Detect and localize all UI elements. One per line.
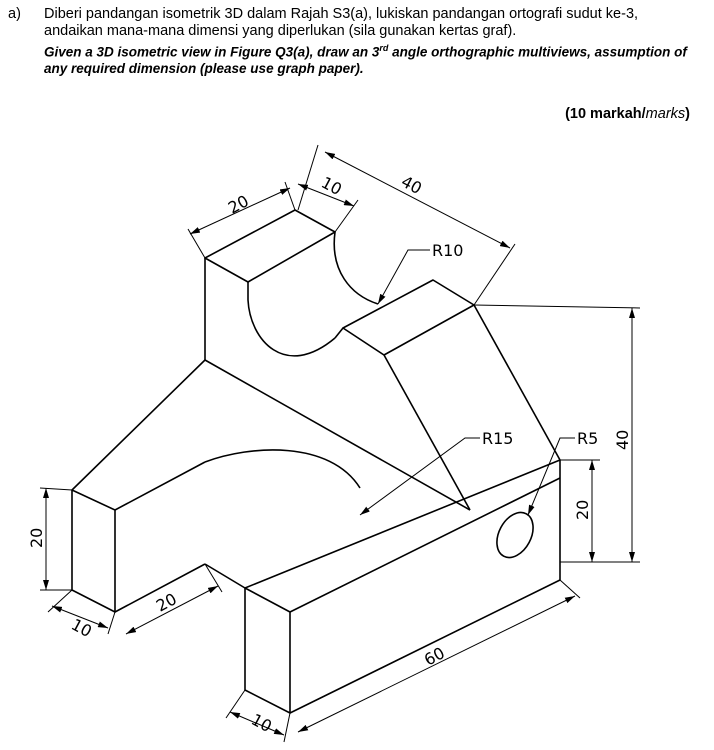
left-foot-top-edge — [114, 461, 206, 511]
question-label: a) — [8, 6, 21, 22]
right-block-top — [342, 279, 475, 356]
question-english-text: Given a 3D isometric view in Figure Q3(a… — [44, 40, 700, 77]
dim-left-depth: 10 — [68, 615, 95, 641]
english-text-part2: angle orthographic multiviews, assumptio… — [44, 44, 687, 76]
right-block-front-edge — [383, 354, 471, 511]
dim-left-height: 20 — [27, 528, 46, 548]
left-foot-front — [71, 489, 116, 613]
marks-label: (10 markah/marks) — [565, 106, 690, 122]
dim-height-front: 20 — [573, 500, 592, 520]
base-slope-diagonal — [204, 359, 471, 511]
question-block: a) Diberi pandangan isometrik 3D dalam R… — [8, 6, 700, 122]
dim-left-width: 20 — [153, 589, 180, 615]
question-body: Diberi pandangan isometrik 3D dalam Raja… — [44, 6, 700, 77]
front-block-top-front — [289, 477, 561, 613]
dim-radius-hole: R5 — [577, 429, 598, 448]
english-text-part1: Given a 3D isometric view in Figure Q3(a… — [44, 44, 380, 60]
dim-front-depth: 10 — [248, 710, 275, 736]
dim-top-slot: 10 — [318, 173, 345, 199]
question-malay-text: Diberi pandangan isometrik 3D dalam Raja… — [44, 6, 639, 39]
groove-arc-back — [333, 231, 379, 305]
dim-top-width: 20 — [225, 191, 252, 217]
top-left-block-top — [204, 209, 336, 283]
groove-arc-front — [247, 299, 336, 357]
front-block-bottom — [289, 579, 561, 714]
hole-ellipse — [496, 511, 534, 559]
dim-height-total: 40 — [613, 430, 632, 450]
english-superscript: rd — [379, 43, 389, 53]
dim-radius-top: R10 — [432, 241, 463, 260]
front-block-top-back — [244, 459, 561, 589]
dimension-lines — [39, 144, 641, 743]
dim-radius-mid: R15 — [482, 429, 513, 448]
right-block-back-edge — [473, 304, 561, 461]
dimension-labels: 20 10 40 R10 R15 R5 40 20 20 10 20 10 60 — [27, 172, 632, 736]
base-slope-left — [71, 359, 206, 491]
base-arc — [204, 449, 361, 489]
front-block-end — [244, 587, 291, 714]
dim-top-depth: 40 — [398, 172, 425, 198]
